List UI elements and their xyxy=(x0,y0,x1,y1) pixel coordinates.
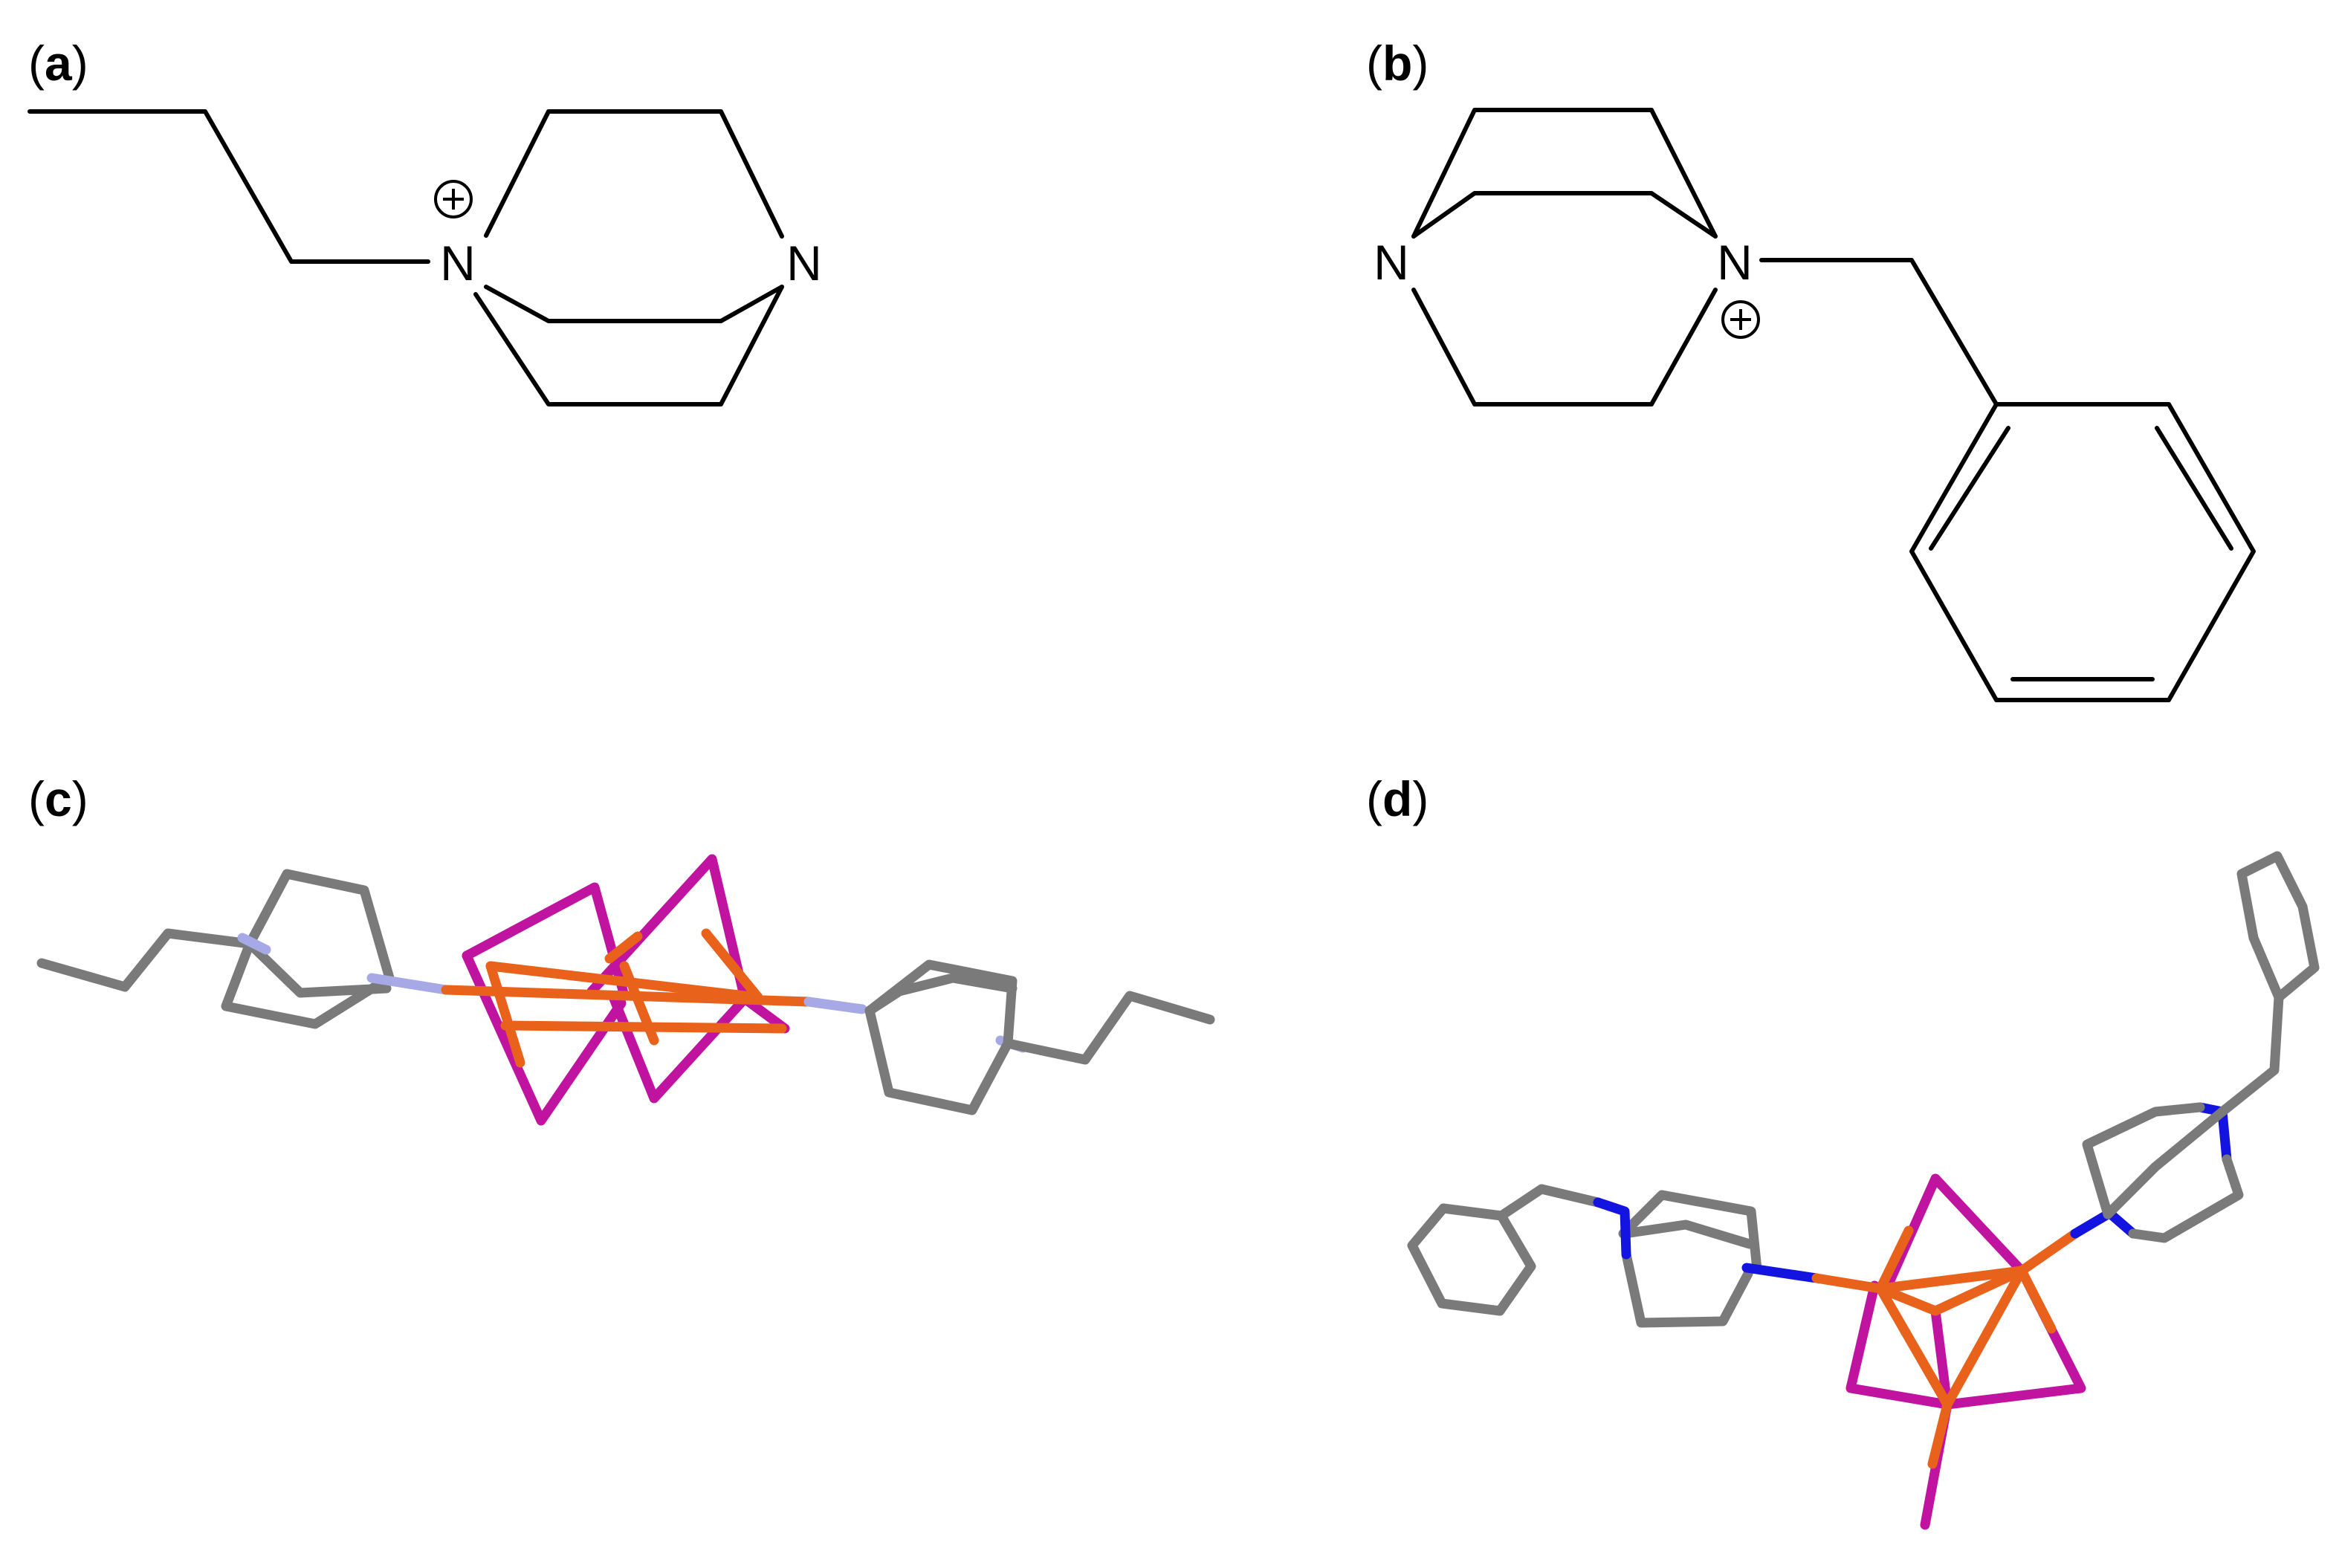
bridge-middle xyxy=(484,285,784,323)
atom-n-cationic-a: N xyxy=(440,236,476,291)
atom-n-neutral-b: N xyxy=(1374,235,1409,290)
benzene-double-2 xyxy=(2155,426,2233,551)
bridge-top xyxy=(484,109,784,239)
structure-b-bonds xyxy=(1411,108,2256,702)
carbon-bonds-left-d xyxy=(1407,1184,1762,1328)
panel-b: (b) N N xyxy=(1366,36,2256,702)
crystal-structure-c xyxy=(36,854,1215,1126)
copper-bonds-c xyxy=(441,928,814,1068)
atom-n-neutral-a: N xyxy=(786,236,822,291)
carbon-bonds-right-c xyxy=(864,959,1215,1115)
nitrogen-bonds-left-d xyxy=(1593,1197,1822,1283)
panel-d: (d) xyxy=(1366,771,2320,1530)
benzene-double-1 xyxy=(1929,426,2010,551)
nitrogen-bonds-left-c xyxy=(237,933,451,995)
structure-a-bonds xyxy=(28,109,784,406)
bridge-bottom-b xyxy=(1411,288,1718,406)
panel-label-c: (c) xyxy=(28,771,88,826)
positive-charge-icon xyxy=(434,180,473,218)
carbon-bonds-right-d xyxy=(2082,851,2320,1243)
panel-label-a: (a) xyxy=(28,36,88,91)
panel-label-d: (d) xyxy=(1366,771,1429,826)
bridge-middle-b xyxy=(1411,191,1718,239)
panel-a: (a) N N xyxy=(28,36,822,406)
carbon-bonds-left-c xyxy=(36,869,395,1029)
bridge-bottom xyxy=(473,285,784,406)
atom-n-cationic-b: N xyxy=(1717,235,1753,290)
panel-label-b: (b) xyxy=(1366,36,1429,91)
panel-c: (c) xyxy=(28,771,1215,1126)
crystal-structure-d xyxy=(1407,851,2320,1530)
bridge-top-b xyxy=(1411,108,1718,239)
nitrogen-bonds-right-c xyxy=(803,997,1028,1053)
positive-charge-icon xyxy=(1721,300,1760,339)
benzyl-link xyxy=(1759,258,1999,406)
benzene-ring xyxy=(1909,402,2256,702)
iodine-bonds-d xyxy=(1845,1173,2086,1530)
propyl-chain xyxy=(28,109,430,264)
copper-bonds-d xyxy=(1811,1225,2080,1469)
